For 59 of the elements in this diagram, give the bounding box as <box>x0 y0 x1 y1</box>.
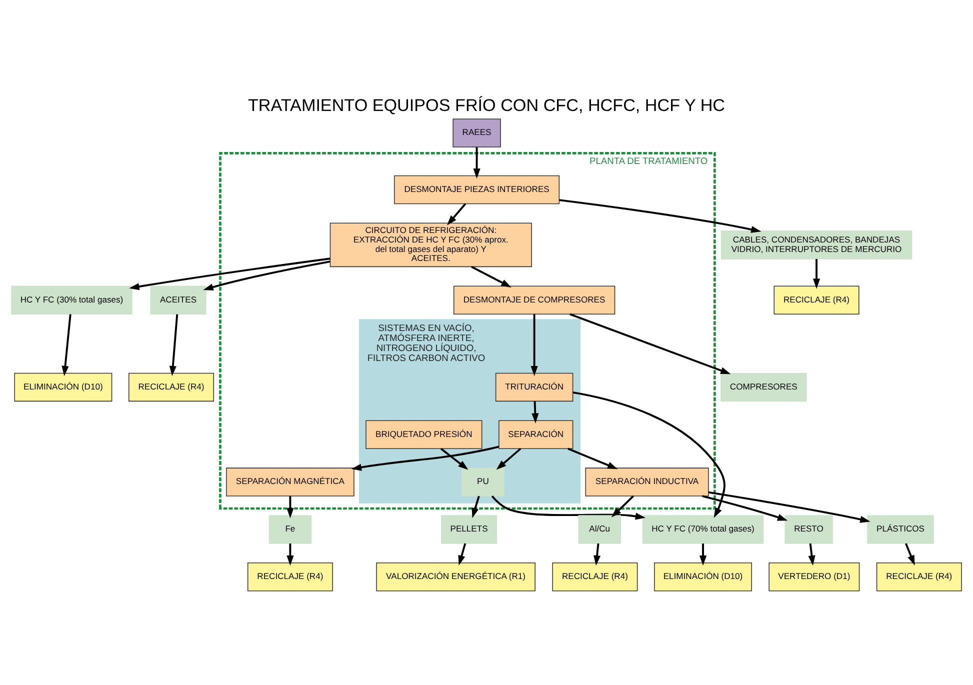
node-box: ACEITES <box>150 286 206 315</box>
arrow <box>458 543 466 566</box>
arrow <box>471 266 512 288</box>
node-box: SEPARACIÓN <box>498 420 574 449</box>
node-box: PELLETS <box>441 515 497 544</box>
arrow <box>904 543 915 566</box>
arrow <box>570 313 731 374</box>
node-box: VERTEDERO (D1) <box>768 562 860 592</box>
node-box: DESMONTAJE DE COMPRESORES <box>453 286 616 315</box>
node-box: RECICLAJE (R4) <box>552 562 638 592</box>
node-box: ELIMINACIÓN (D10) <box>654 562 752 592</box>
arrow <box>532 401 539 424</box>
node-box: RAEES <box>452 118 501 148</box>
node-box: HC Y FC (30% total gases) <box>11 286 132 315</box>
arrow <box>491 495 646 520</box>
arrow <box>594 543 601 566</box>
node-box: BRIQUETADO PRESIÓN <box>366 420 482 449</box>
node-box: RESTO <box>784 515 833 544</box>
node-box: VALORIZACIÓN ENERGÉTICA (R1) <box>376 562 536 592</box>
node-box: HC Y FC (70% total gases) <box>642 515 764 544</box>
node-box: Al/Cu <box>578 515 621 544</box>
arrow <box>129 258 330 290</box>
arrow <box>62 314 72 376</box>
arrow <box>169 314 178 376</box>
arrow <box>203 260 330 290</box>
arrow <box>708 491 870 523</box>
node-box: RECICLAJE (R4) <box>774 286 860 315</box>
node-box: PU <box>462 468 504 496</box>
arrow <box>611 495 634 518</box>
arrow <box>572 391 726 518</box>
arrow <box>286 496 294 518</box>
arrow <box>559 199 762 233</box>
node-box: RECICLAJE (R4) <box>128 372 214 402</box>
arrow <box>530 314 538 376</box>
arrow <box>812 258 820 289</box>
node-box: PLÁSTICOS <box>867 515 934 544</box>
node-box: SEPARACIÓN INDUCTIVA <box>585 468 709 496</box>
arrow <box>440 448 468 470</box>
node-box: COMPRESORES <box>720 372 807 402</box>
node-box: RECICLAJE (R4) <box>247 562 333 592</box>
node-box: TRITURACIÓN <box>495 372 574 402</box>
arrow <box>447 203 466 226</box>
arrow <box>473 147 480 179</box>
arrow <box>351 446 500 471</box>
arrow <box>568 448 618 470</box>
diagram-title: TRATAMIENTO EQUIPOS FRÍO CON CFC, HCFC, HCF Y HC <box>248 96 726 115</box>
arrow <box>702 495 788 521</box>
node-box: SEPARACIÓN MAGNÉTICA <box>226 468 354 496</box>
node-box: ELIMINACIÓN (D10) <box>14 372 112 402</box>
node-box: DESMONTAJE PIEZAS INTERIORES <box>394 175 560 204</box>
arrow <box>286 544 294 566</box>
arrow <box>699 544 707 566</box>
arrow <box>496 448 522 470</box>
node-box: Fe <box>268 515 312 544</box>
node-box: CIRCUITO DE REFRIGERACIÓN: EXTRACCIÓN DE HC Y FC (30% aprox. del total gases del aparato) Y ACEITES. <box>330 222 532 268</box>
node-box: CABLES, CONDENSADORES, BANDEJAS VIDRIO, INTERRUPTORES DE MERCURIO <box>720 230 912 260</box>
node-box: RECICLAJE (R4) <box>876 562 962 592</box>
arrow <box>808 543 816 566</box>
arrow <box>472 496 480 518</box>
